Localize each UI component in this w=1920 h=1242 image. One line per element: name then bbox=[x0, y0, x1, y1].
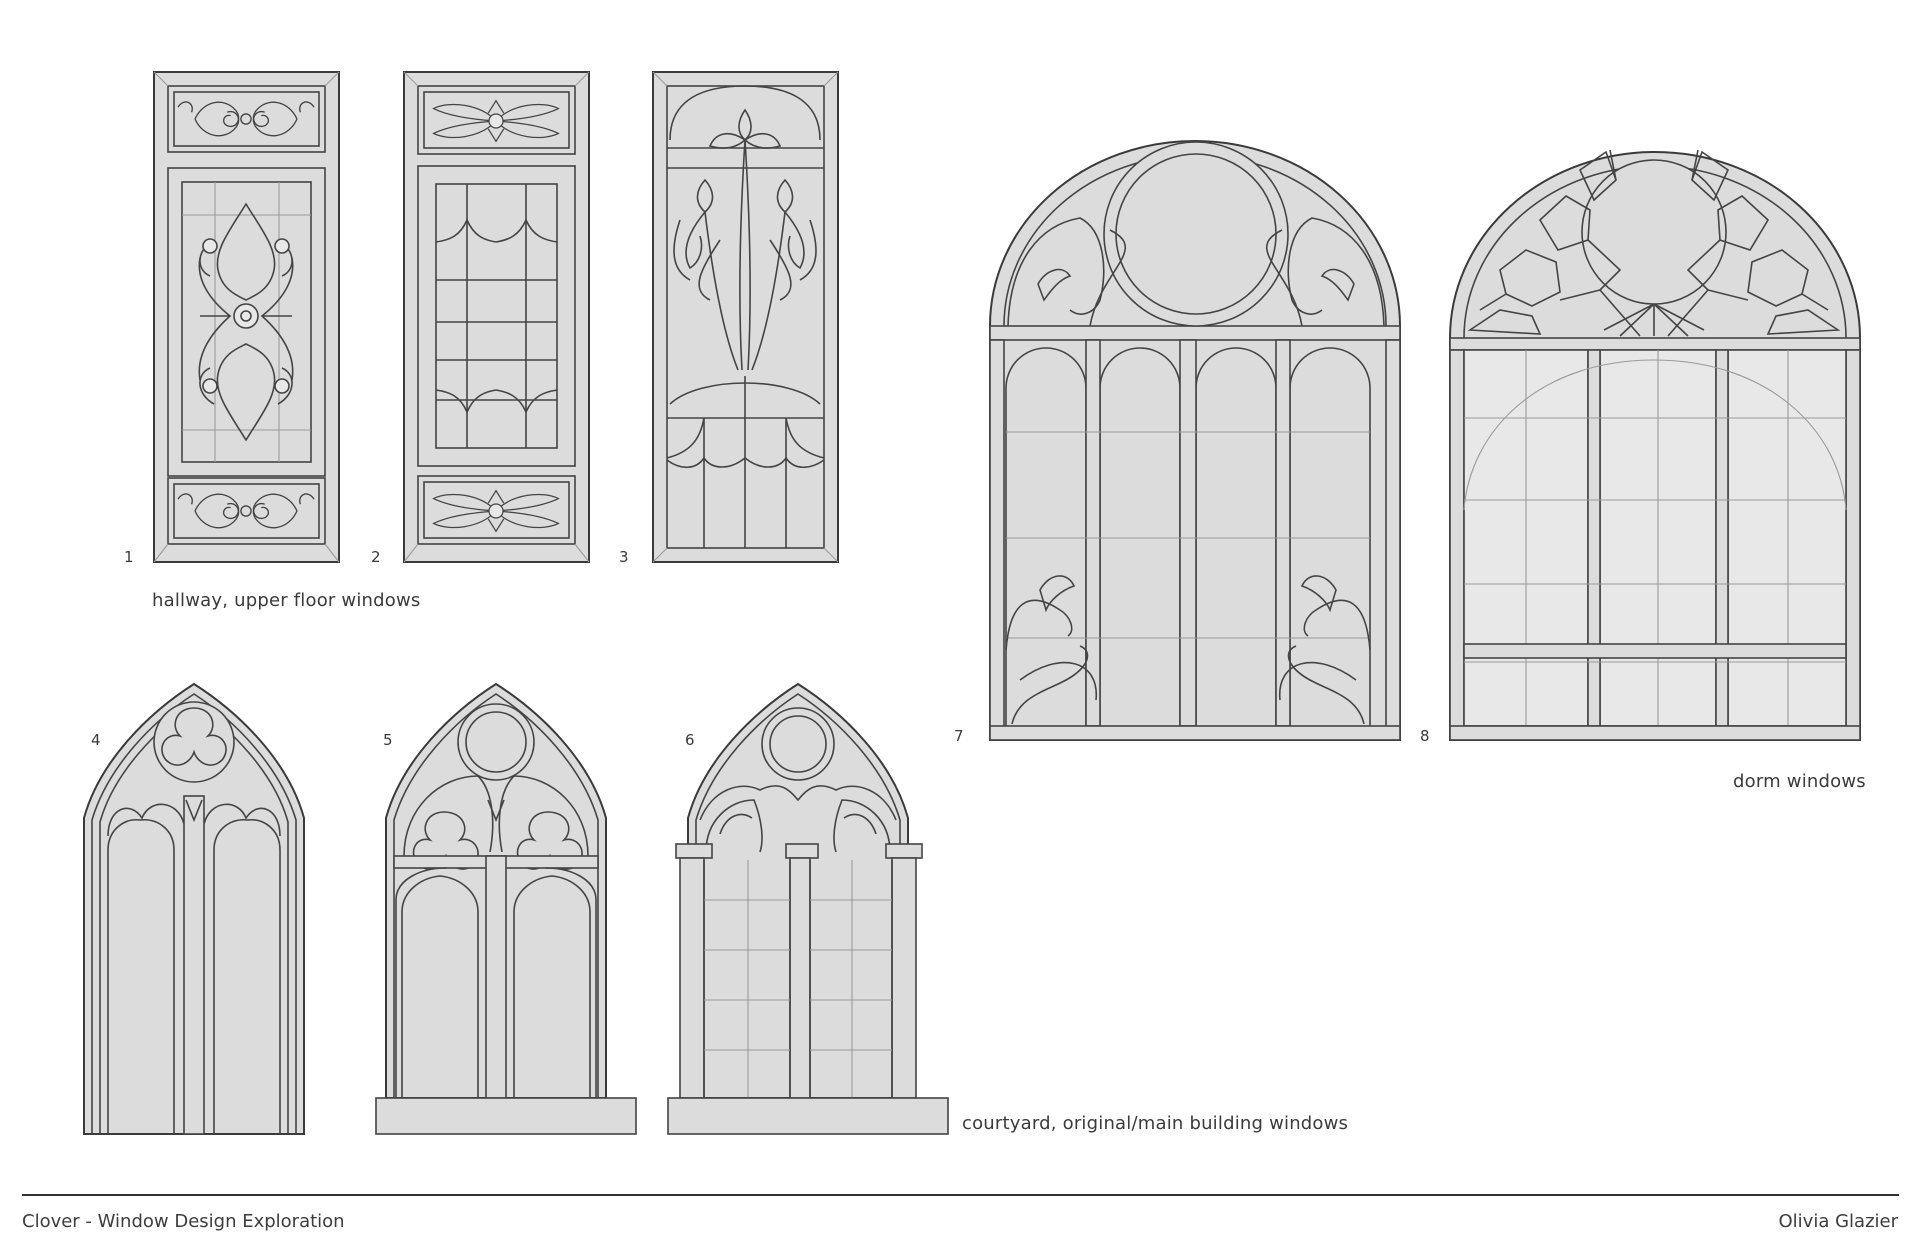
window-4 bbox=[83, 682, 305, 1135]
window-label-8: 8 bbox=[1420, 727, 1430, 745]
window-3-lily-ornament bbox=[673, 108, 817, 371]
footer-title: Clover - Window Design Exploration bbox=[22, 1211, 345, 1232]
footer-author: Olivia Glazier bbox=[1778, 1211, 1898, 1232]
window-7-lower-lights bbox=[989, 339, 1401, 741]
window-5 bbox=[375, 682, 637, 1135]
window-label-2: 2 bbox=[371, 548, 381, 566]
window-1 bbox=[153, 71, 340, 563]
window-label-7: 7 bbox=[954, 727, 964, 745]
footer-divider bbox=[22, 1194, 1899, 1196]
caption-courtyard: courtyard, original/main building window… bbox=[962, 1113, 1349, 1134]
window-8-tracery bbox=[1467, 149, 1841, 337]
window-label-4: 4 bbox=[91, 731, 101, 749]
window-1-ornament bbox=[198, 202, 294, 442]
window-6 bbox=[667, 682, 949, 1135]
window-label-1: 1 bbox=[124, 548, 134, 566]
caption-dorm: dorm windows bbox=[1733, 771, 1866, 792]
window-7 bbox=[989, 140, 1401, 741]
window-2 bbox=[403, 71, 590, 563]
window-label-6: 6 bbox=[685, 731, 695, 749]
window-3 bbox=[652, 71, 839, 563]
window-label-5: 5 bbox=[383, 731, 393, 749]
window-8 bbox=[1449, 149, 1861, 741]
caption-hallway: hallway, upper floor windows bbox=[152, 590, 421, 611]
window-label-3: 3 bbox=[619, 548, 629, 566]
